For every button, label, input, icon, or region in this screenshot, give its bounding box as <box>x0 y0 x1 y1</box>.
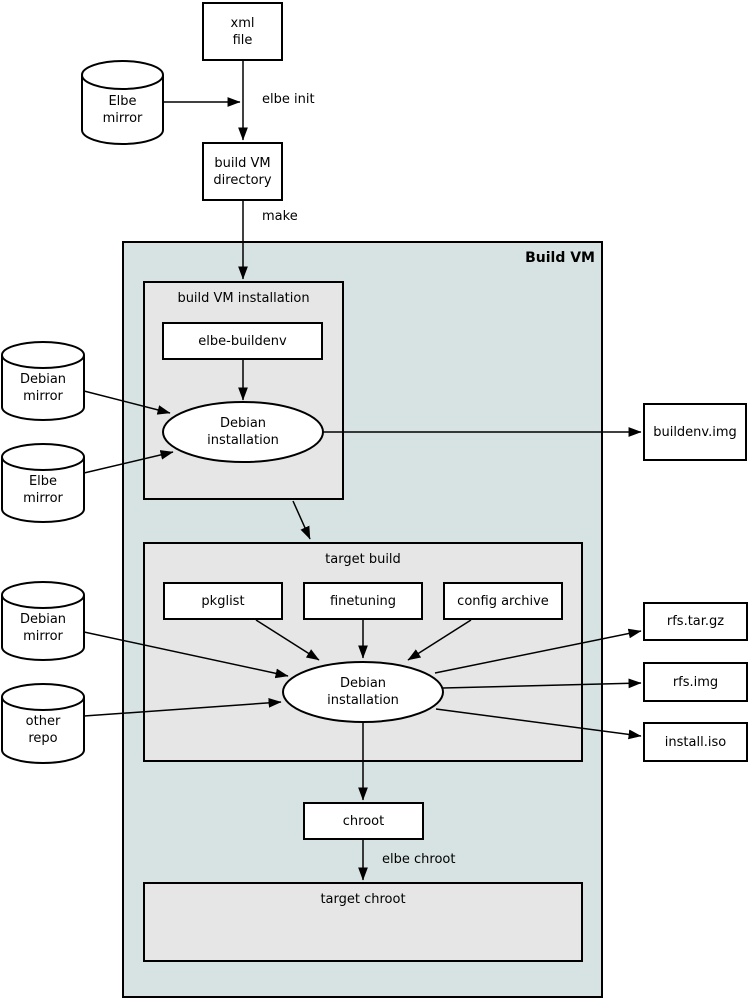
node-chroot-label: chroot <box>342 813 385 829</box>
edge-config-archive-to-debian-installation-2 <box>407 619 472 661</box>
ellipse-debian-installation-2 <box>282 661 444 723</box>
node-xml-file: xml file <box>202 2 283 61</box>
edge-debian-installation-2-to-install-iso <box>435 708 642 740</box>
cylinder-elbe-mirror-2 <box>1 443 85 523</box>
node-pkglist-label: pkglist <box>201 593 245 609</box>
node-config-archive: config archive <box>443 582 563 620</box>
node-rfs-img-label: rfs.img <box>672 674 719 690</box>
edge-debian-installation-2-to-rfs-img <box>442 678 642 689</box>
node-build-vm-directory-label: build VM directory <box>213 155 272 188</box>
edge-installation-cluster-to-target-build <box>292 500 311 540</box>
edge-label-elbe-chroot: elbe chroot <box>382 852 456 867</box>
node-rfs-img: rfs.img <box>643 662 748 702</box>
node-rfs-tar-gz-label: rfs.tar.gz <box>666 614 725 629</box>
edge-debian-mirror-1-to-debian-installation-1 <box>83 390 171 415</box>
edge-debian-mirror-2-to-debian-installation-2 <box>83 631 289 679</box>
edge-other-repo-to-debian-installation-2 <box>83 698 282 717</box>
node-install-iso: install.iso <box>643 722 748 762</box>
edge-elbe-mirror-2-to-debian-installation-1 <box>83 450 174 474</box>
cylinder-elbe-mirror-top <box>81 60 164 145</box>
node-elbe-buildenv-label: elbe-buildenv <box>198 333 287 349</box>
cylinder-debian-mirror-2 <box>1 581 85 661</box>
ellipse-debian-installation-1 <box>162 401 324 463</box>
cylinder-other-repo <box>1 683 85 764</box>
node-pkglist: pkglist <box>163 582 283 620</box>
node-finetuning: finetuning <box>303 582 423 620</box>
node-buildenv-img-label: buildenv.img <box>653 424 737 440</box>
node-xml-file-label: xml file <box>230 15 255 48</box>
node-rfs-tar-gz: rfs.tar.gz <box>643 602 748 641</box>
node-config-archive-label: config archive <box>457 593 549 609</box>
node-chroot: chroot <box>303 802 424 840</box>
edge-debian-installation-2-to-rfs-tar-gz <box>434 628 642 674</box>
node-buildenv-img: buildenv.img <box>643 403 747 461</box>
cylinder-debian-mirror-1 <box>1 341 85 421</box>
node-finetuning-label: finetuning <box>329 593 397 609</box>
node-install-iso-label: install.iso <box>664 734 727 750</box>
edge-pkglist-to-debian-installation-2 <box>255 619 320 661</box>
node-build-vm-directory: build VM directory <box>202 142 283 201</box>
edge-label-elbe-init: elbe init <box>262 92 315 107</box>
edge-label-make: make <box>262 209 298 224</box>
node-elbe-buildenv: elbe-buildenv <box>162 322 323 360</box>
cluster-target-chroot <box>143 882 583 962</box>
